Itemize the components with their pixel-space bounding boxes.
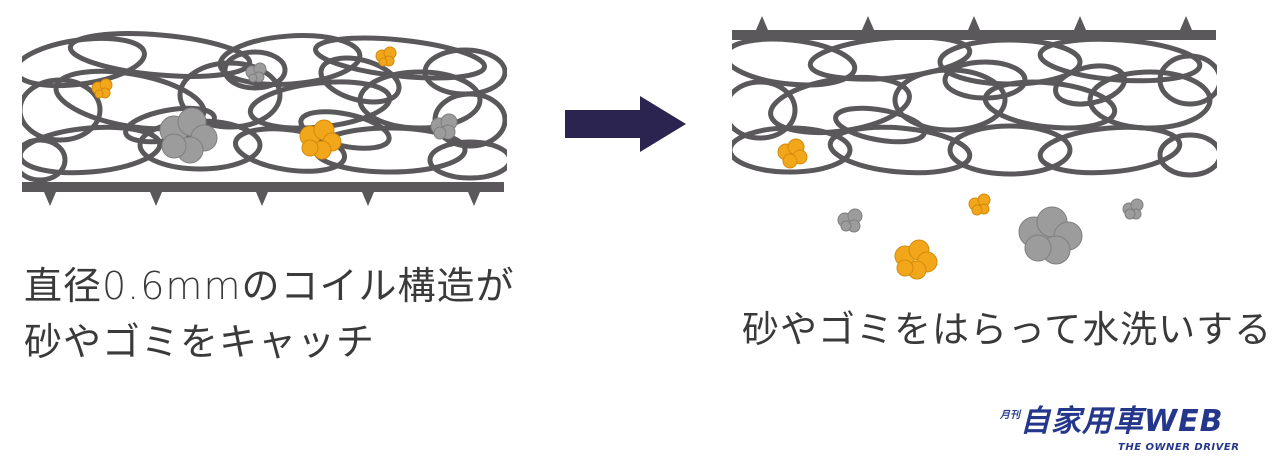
site-logo: 月刊 自家用車WEB THE OWNER DRIVER — [1000, 404, 1252, 458]
right-sand-in-mat — [777, 138, 808, 169]
left-coil-loops — [22, 31, 507, 183]
right-caption: 砂やゴミをはらって水洗いする — [742, 308, 1273, 351]
right-base-plate — [732, 30, 1216, 40]
left-caption-line-2: 砂やゴミをキャッチ — [24, 320, 376, 364]
left-base-plate — [22, 182, 504, 192]
logo-issue-label: 月刊 — [1000, 410, 1020, 421]
falling-dust-particles — [837, 198, 1144, 265]
falling-sand-particles — [894, 193, 991, 280]
left-coil-mat — [22, 31, 507, 206]
logo-title: 自家用車WEB — [1020, 404, 1224, 439]
right-base-spikes — [756, 16, 1192, 30]
left-dust-particles — [159, 62, 458, 164]
logo-subtitle: THE OWNER DRIVER — [1118, 442, 1240, 453]
right-coil-loops — [732, 36, 1217, 178]
right-coil-mat — [732, 16, 1217, 280]
left-sand-particles — [91, 46, 397, 160]
left-base-spikes — [44, 192, 480, 206]
right-arrow-icon — [565, 96, 686, 152]
left-caption-line-1: 直径0.6mmのコイル構造が — [24, 264, 515, 308]
